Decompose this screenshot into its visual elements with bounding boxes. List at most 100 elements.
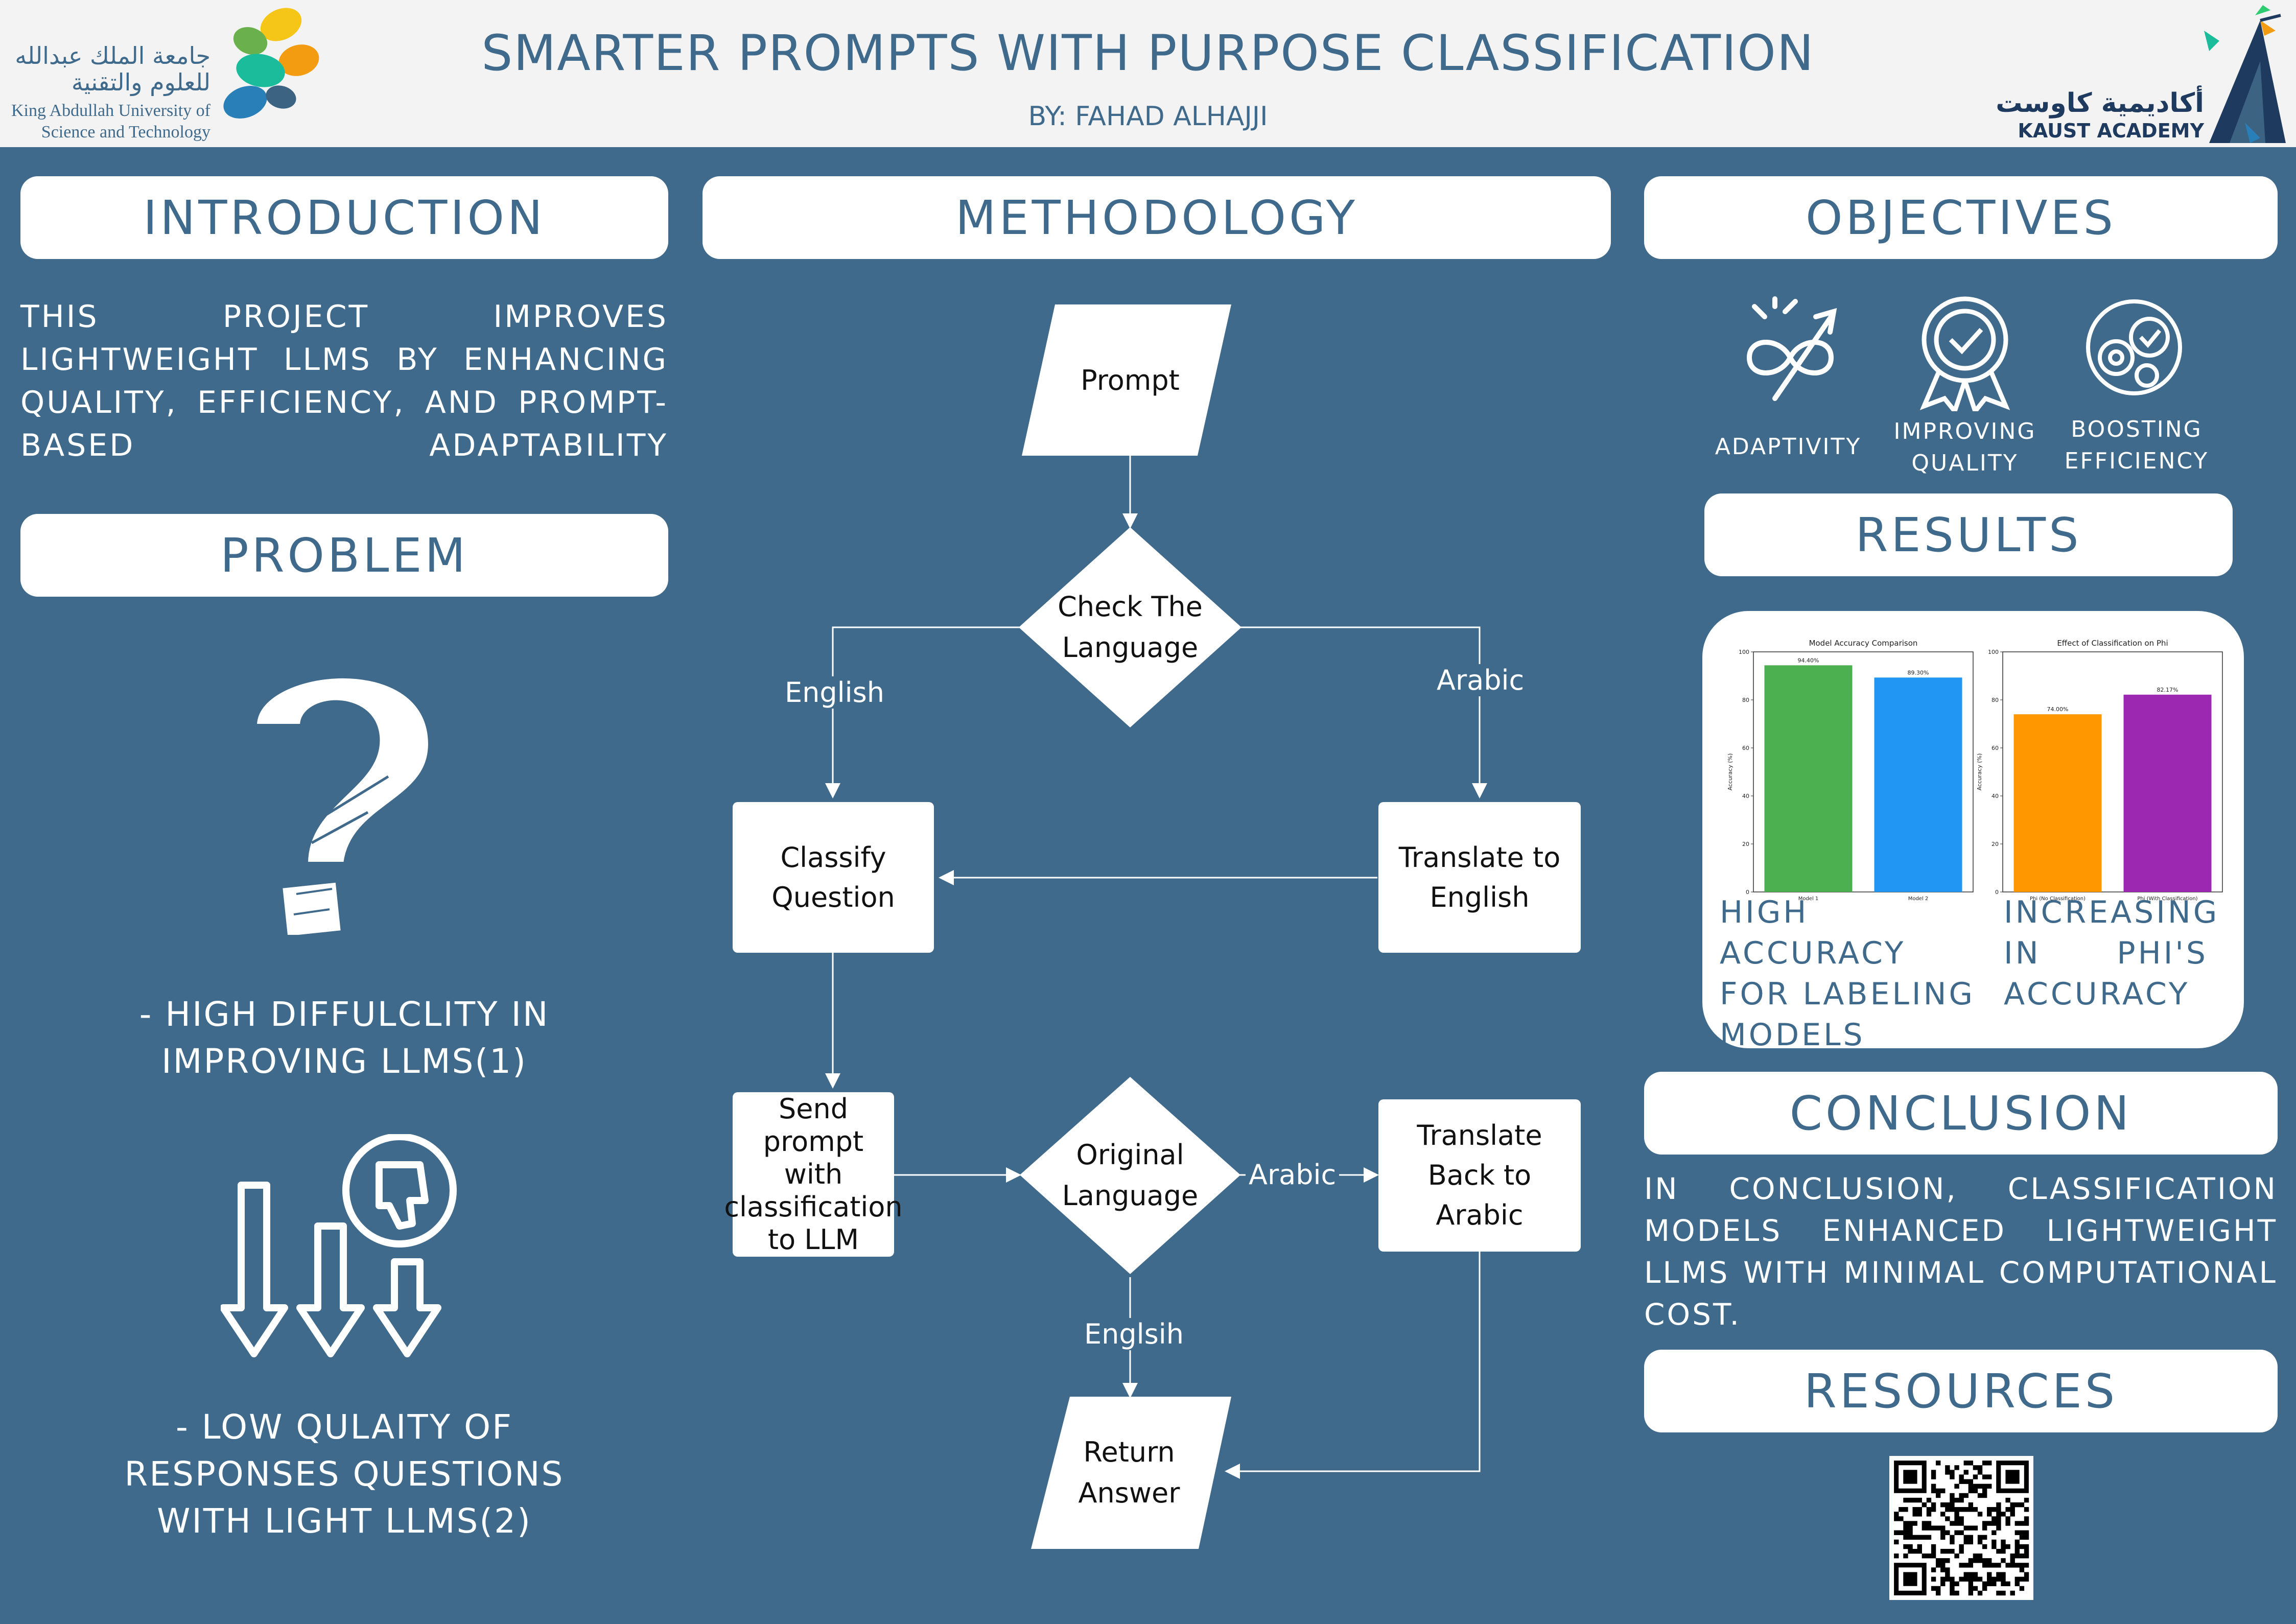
qr-module: [1992, 1581, 1997, 1587]
qr-module: [1931, 1474, 1936, 1479]
chart-y-tick-label: 20: [1992, 841, 1999, 848]
qr-module: [1996, 1516, 2001, 1521]
qr-module: [2014, 1544, 2020, 1549]
results-caption-right: INCREASING IN PHI'S ACCURACY: [2004, 895, 2220, 1012]
qr-module: [1996, 1590, 2001, 1596]
chart-value-label: 82.17%: [2157, 687, 2178, 693]
qr-module: [1996, 1548, 2001, 1554]
qr-module: [1931, 1488, 1936, 1494]
qr-module: [1940, 1502, 1946, 1508]
kaust-logo-icon: [223, 8, 319, 119]
kaust-logo: جامعة الملك عبدالله للعلوم والتقنية King…: [0, 0, 327, 147]
qr-module: [2001, 1512, 2006, 1517]
chart-y-tick-label: 40: [1992, 793, 1999, 799]
qr-module: [2024, 1576, 2029, 1582]
qr-module: [1987, 1521, 1992, 1526]
qr-module: [1950, 1497, 1955, 1503]
qr-module: [1908, 1525, 1913, 1531]
check-language-node: Check The Language: [1019, 527, 1241, 727]
qr-module: [1977, 1554, 1983, 1559]
qr-module: [1908, 1497, 1913, 1503]
qr-module: [2014, 1548, 2020, 1554]
qr-module: [1973, 1576, 1978, 1582]
qr-module: [1963, 1572, 1969, 1577]
qr-module: [1959, 1576, 1964, 1582]
qr-module: [1982, 1484, 1987, 1489]
qr-module: [1968, 1507, 1974, 1512]
chart-value-label: 89.30%: [1908, 669, 1929, 676]
qr-module: [2019, 1567, 2025, 1572]
qr-finder-core: [1903, 1470, 1917, 1484]
qr-module: [2005, 1544, 2010, 1549]
qr-module: [1996, 1572, 2001, 1577]
chart-category-label: Phi (No Classification): [2030, 896, 2086, 902]
question-mark-icon: [253, 675, 431, 935]
qr-module: [1950, 1470, 1955, 1475]
qr-module: [1950, 1535, 1955, 1540]
qr-module: [1959, 1479, 1964, 1484]
qr-module: [1963, 1563, 1969, 1568]
qr-module: [1945, 1572, 1950, 1577]
objective-efficiency-line-1: BOOSTING: [2071, 416, 2203, 442]
qr-module: [1987, 1461, 1992, 1466]
send-line-2: with: [784, 1158, 843, 1190]
classify-line-1: Classify: [780, 841, 886, 874]
qr-module: [2024, 1535, 2029, 1540]
qr-module: [1977, 1558, 1983, 1563]
return-line-1: Return: [1083, 1436, 1175, 1468]
qr-module: [1903, 1535, 1908, 1540]
qr-module: [1987, 1581, 1992, 1587]
qr-module: [2019, 1544, 2025, 1549]
translate-back-line-1: Translate: [1417, 1119, 1542, 1151]
qr-module: [2001, 1590, 2006, 1596]
chart-category-label: Model 1: [1798, 896, 1819, 902]
kaust-english-2: Science and Technology: [41, 123, 210, 142]
qr-module: [1987, 1484, 1992, 1489]
qr-module: [1950, 1474, 1955, 1479]
qr-module: [2024, 1507, 2029, 1512]
objective-quality-line-1: IMPROVING: [1893, 418, 2036, 444]
qr-module: [1954, 1497, 1959, 1503]
qr-module: [2001, 1558, 2006, 1563]
qr-code-icon[interactable]: [1889, 1456, 2033, 1600]
qr-module: [2024, 1554, 2029, 1559]
qr-module: [1945, 1465, 1950, 1470]
qr-module: [2024, 1530, 2029, 1535]
qr-module: [1992, 1539, 1997, 1545]
problem-point-2-line-2: RESPONSES QUESTIONS: [124, 1454, 565, 1494]
qr-module: [1912, 1535, 1917, 1540]
qr-module: [2005, 1497, 2010, 1503]
qr-module: [2024, 1516, 2029, 1521]
qr-finder-core: [1903, 1572, 1917, 1586]
qr-module: [2019, 1554, 2025, 1559]
qr-module: [1973, 1507, 1978, 1512]
qr-module: [1973, 1554, 1978, 1559]
qr-module: [1945, 1558, 1950, 1563]
qr-module: [2014, 1581, 2020, 1587]
qr-module: [1977, 1539, 1983, 1545]
problem-point-2-line-1: - LOW QULAITY OF: [175, 1407, 513, 1447]
qr-module: [1950, 1581, 1955, 1587]
qr-module: [1940, 1563, 1946, 1568]
qr-module: [1963, 1525, 1969, 1531]
translate-back-line-3: Arabic: [1436, 1199, 1524, 1231]
qr-module: [1968, 1563, 1974, 1568]
qr-module: [1917, 1512, 1922, 1517]
qr-module: [1959, 1516, 1964, 1521]
qr-module: [1963, 1576, 1969, 1582]
chart-y-label: Accuracy (%): [1976, 754, 1983, 791]
qr-finder-core: [2005, 1470, 2020, 1484]
qr-module: [2019, 1521, 2025, 1526]
qr-module: [1945, 1516, 1950, 1521]
qr-module: [1982, 1525, 1987, 1531]
resources-heading: RESOURCES: [1644, 1350, 2278, 1432]
english-branch-label-2: Englsih: [1081, 1318, 1187, 1350]
qr-module: [1908, 1544, 1913, 1549]
qr-module: [1931, 1586, 1936, 1591]
qr-module: [1950, 1586, 1955, 1591]
qr-module: [1912, 1521, 1917, 1526]
qr-module: [1908, 1521, 1913, 1526]
qr-module: [1959, 1507, 1964, 1512]
qr-module: [1959, 1521, 1964, 1526]
qr-module: [1959, 1544, 1964, 1549]
